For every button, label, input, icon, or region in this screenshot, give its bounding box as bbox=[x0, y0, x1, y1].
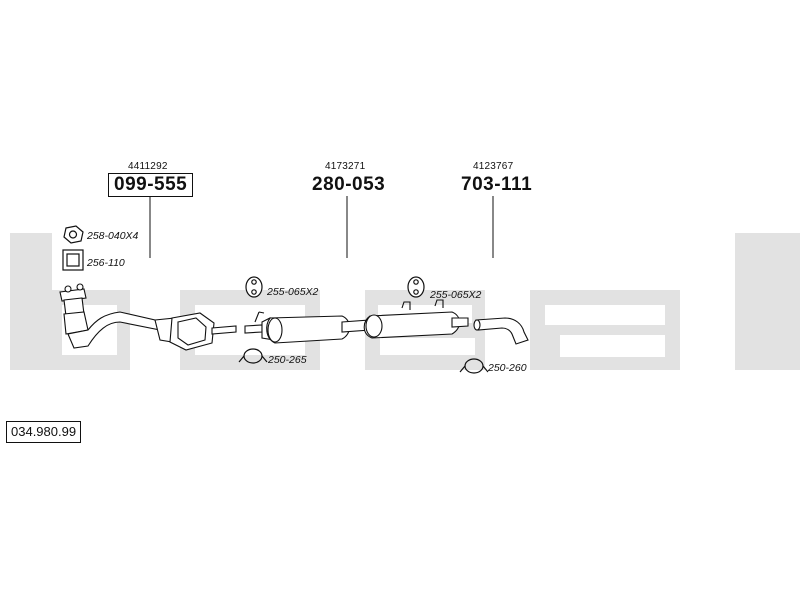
clamp-icon-2 bbox=[459, 358, 489, 374]
part-number-front-pipe: 099-555 bbox=[108, 173, 194, 197]
center-silencer bbox=[244, 311, 371, 344]
part-number-rear-silencer: 703-111 bbox=[461, 174, 533, 195]
front-pipe-catalytic-converter bbox=[59, 283, 237, 351]
rear-silencer bbox=[363, 299, 469, 339]
rubber-hanger-icon-1 bbox=[245, 276, 263, 298]
clamp-icon-1 bbox=[238, 348, 268, 364]
clamp-label-2: 250-260 bbox=[488, 362, 527, 374]
clamp-label-1: 250-265 bbox=[268, 354, 307, 366]
oe-number-center: 4173271 bbox=[325, 161, 366, 172]
hanger-label-2: 255-065X2 bbox=[430, 289, 482, 301]
gasket-label: 256-110 bbox=[87, 257, 125, 269]
catalog-number: 034.980.99 bbox=[6, 421, 82, 443]
nut-icon bbox=[63, 225, 84, 244]
rubber-hanger-icon-2 bbox=[407, 276, 425, 298]
tail-pipe bbox=[473, 317, 529, 345]
nut-label: 258-040X4 bbox=[87, 230, 139, 242]
part-number-center-silencer: 280-053 bbox=[312, 174, 386, 195]
oe-number-rear: 4123767 bbox=[473, 161, 514, 172]
oe-number-front: 4411292 bbox=[128, 161, 168, 172]
gasket-icon bbox=[62, 249, 84, 271]
hanger-label-1: 255-065X2 bbox=[267, 286, 319, 298]
